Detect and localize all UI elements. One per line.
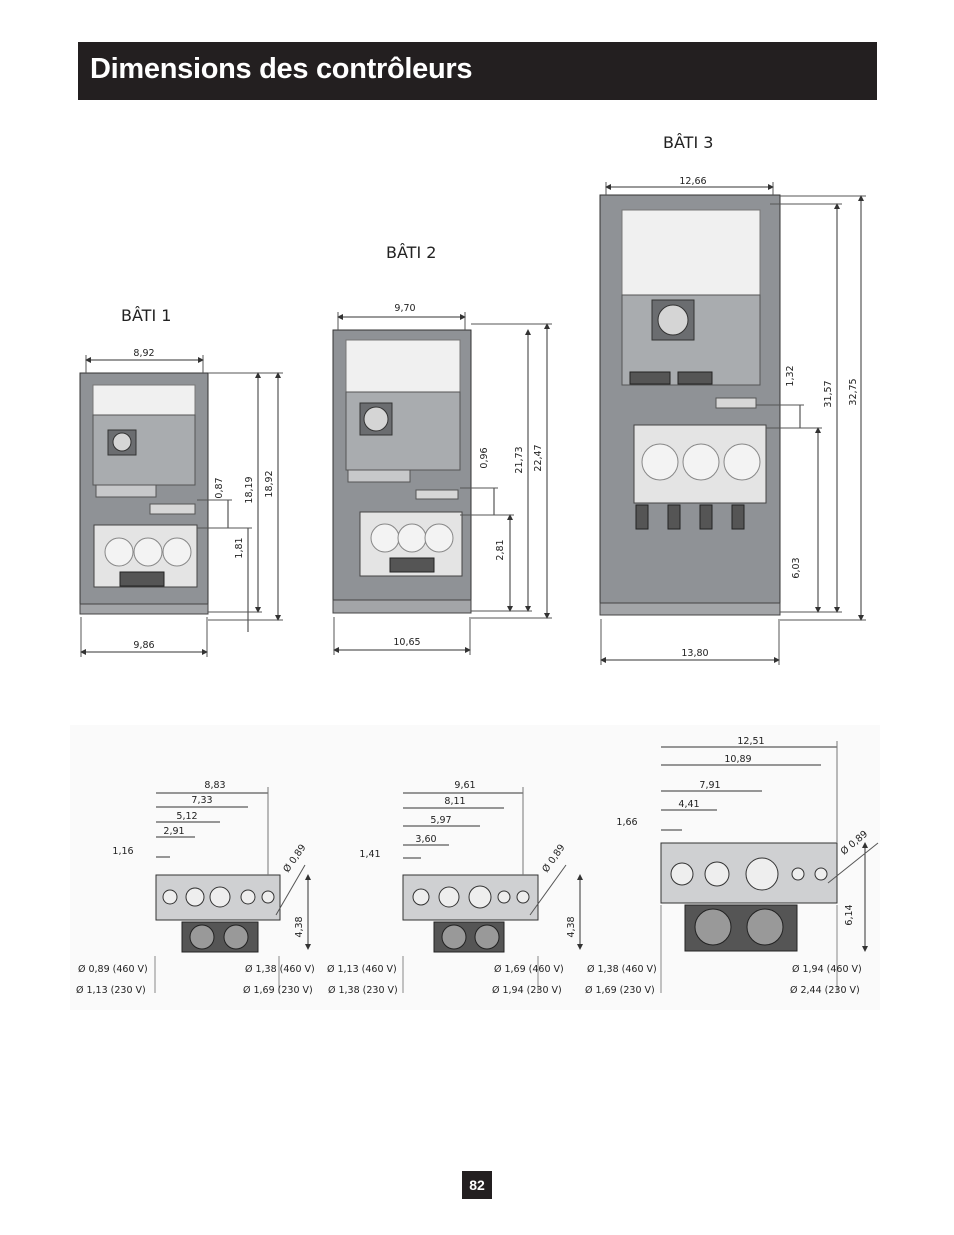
- frame-3-dim-b: 6,03: [791, 557, 802, 578]
- bottom-view-2-right-hole-230: Ø 1,94 (230 V): [492, 985, 562, 996]
- bottom-view-1-dim-1: 7,33: [191, 795, 212, 806]
- frame-2-drawing: [332, 312, 552, 655]
- bottom-view-2-dim-2: 5,97: [430, 815, 451, 826]
- bottom-view-3-dim-2: 7,91: [699, 780, 720, 791]
- bottom-view-1-dim-0: 8,83: [204, 780, 225, 791]
- frame-3-dim-a: 1,32: [785, 365, 796, 386]
- bottom-view-3-left-hole-460: Ø 1,38 (460 V): [587, 964, 657, 975]
- bottom-view-2-height: 4,38: [566, 916, 577, 937]
- bottom-view-3-drawing: [660, 741, 879, 993]
- bottom-view-2-dim-1: 8,11: [444, 796, 465, 807]
- bottom-view-3-dim-0: 12,51: [737, 736, 764, 747]
- bottom-view-2-dim-4: 1,41: [359, 849, 380, 860]
- bottom-view-1-left-hole-230: Ø 1,13 (230 V): [76, 985, 146, 996]
- bottom-view-1-height: 4,38: [294, 916, 305, 937]
- title-bar: Dimensions des contrôleurs: [78, 42, 877, 100]
- frame-2-label: BÂTI 2: [386, 243, 437, 262]
- bottom-view-3-left-hole-230: Ø 1,69 (230 V): [585, 985, 655, 996]
- bottom-view-1-drawing: [154, 787, 311, 993]
- frame-1-width-bottom: 9,86: [133, 640, 154, 651]
- frame-3-height-outer: 32,75: [848, 378, 859, 405]
- page-number: 82: [462, 1171, 492, 1199]
- bottom-view-3-height: 6,14: [844, 904, 855, 925]
- frame-2-width-top: 9,70: [394, 303, 415, 314]
- bottom-view-3-dim-3: 4,41: [678, 799, 699, 810]
- bottom-view-3-right-hole-460: Ø 1,94 (460 V): [792, 964, 862, 975]
- frame-2-dim-a: 0,96: [479, 447, 490, 468]
- frame-1-height-outer: 18,92: [264, 470, 275, 497]
- frame-2-width-bottom: 10,65: [393, 637, 420, 648]
- frame-1-label: BÂTI 1: [121, 306, 172, 325]
- bottom-view-2-left-hole-230: Ø 1,38 (230 V): [328, 985, 398, 996]
- frame-1-width-top: 8,92: [133, 348, 154, 359]
- bottom-view-2-right-hole-460: Ø 1,69 (460 V): [494, 964, 564, 975]
- frame-1-dim-a: 0,87: [214, 477, 225, 498]
- bottom-view-2-dim-3: 3,60: [415, 834, 436, 845]
- bottom-view-1-right-hole-460: Ø 1,38 (460 V): [245, 964, 315, 975]
- frame-2-height-inner: 21,73: [514, 446, 525, 473]
- front-views-drawing: 8,92 9,86 0,87 1,81 18,19 18,92 9,70 10,…: [79, 176, 866, 665]
- bottom-view-3-dim-1: 10,89: [724, 754, 751, 765]
- page-title: Dimensions des contrôleurs: [90, 53, 473, 85]
- frame-3-height-inner: 31,57: [823, 380, 834, 407]
- bottom-view-2-left-hole-460: Ø 1,13 (460 V): [327, 964, 397, 975]
- bottom-view-1-left-hole-460: Ø 0,89 (460 V): [78, 964, 148, 975]
- frame-3-width-bottom: 13,80: [681, 648, 708, 659]
- bottom-view-1-right-hole-230: Ø 1,69 (230 V): [243, 985, 313, 996]
- bottom-view-3-dim-4: 1,66: [616, 817, 637, 828]
- bottom-view-2-dim-0: 9,61: [454, 780, 475, 791]
- frame-3-label: BÂTI 3: [663, 133, 714, 152]
- frame-3-width-top: 12,66: [679, 176, 706, 187]
- bottom-view-3-right-hole-230: Ø 2,44 (230 V): [790, 985, 860, 996]
- frame-1-dim-b: 1,81: [234, 537, 245, 558]
- frame-3-drawing: [599, 182, 866, 665]
- bottom-view-1-dim-4: 1,16: [112, 846, 133, 857]
- bottom-views-drawing: 8,83 7,33 5,12 2,91 1,16 Ø 0,89 4,38 Ø 0…: [70, 725, 880, 1010]
- frame-2-height-outer: 22,47: [533, 444, 544, 471]
- frame-2-dim-b: 2,81: [495, 539, 506, 560]
- frame-1-drawing: [79, 355, 283, 657]
- bottom-view-2-drawing: [402, 787, 583, 993]
- bottom-view-1-dim-2: 5,12: [176, 811, 197, 822]
- frame-1-height-inner: 18,19: [244, 476, 255, 503]
- bottom-view-1-dim-3: 2,91: [163, 826, 184, 837]
